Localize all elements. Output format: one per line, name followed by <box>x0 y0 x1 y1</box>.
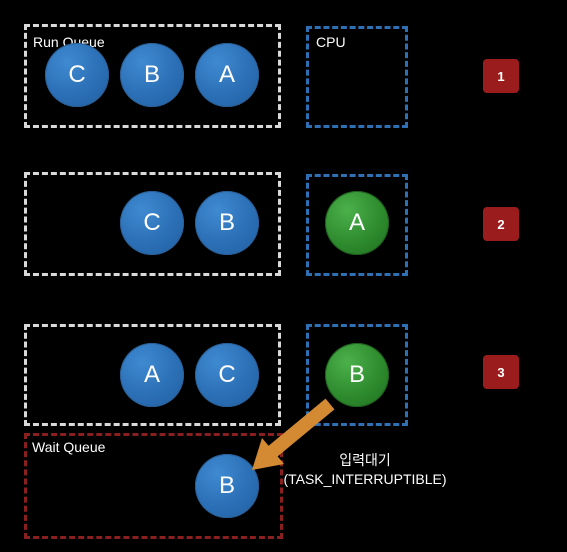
process-b: B <box>120 43 184 107</box>
process-b: B <box>195 191 259 255</box>
run-queue-box-1 <box>24 24 281 128</box>
cpu-box-3 <box>306 324 408 426</box>
wait-queue-box <box>24 433 283 539</box>
process-c: C <box>120 191 184 255</box>
process-c: C <box>45 43 109 107</box>
cpu-box-2 <box>306 174 408 276</box>
cpu-label: CPU <box>316 34 346 50</box>
run-queue-box-3 <box>24 324 281 426</box>
process-b-running: B <box>325 343 389 407</box>
wait-queue-label: Wait Queue <box>32 439 106 455</box>
process-c: C <box>195 343 259 407</box>
step-badge-3: 3 <box>483 355 519 389</box>
annotation-korean: 입력대기 <box>339 452 391 468</box>
step-badge-2: 2 <box>483 207 519 241</box>
run-queue-box-2 <box>24 172 281 276</box>
process-a: A <box>195 43 259 107</box>
cpu-box-1 <box>306 26 408 128</box>
process-a-running: A <box>325 191 389 255</box>
process-a: A <box>120 343 184 407</box>
annotation-state: (TASK_INTERRUPTIBLE) <box>283 471 447 487</box>
process-b-waiting: B <box>195 454 259 518</box>
wait-annotation: 입력대기 (TASK_INTERRUPTIBLE) <box>283 451 447 489</box>
step-badge-1: 1 <box>483 59 519 93</box>
